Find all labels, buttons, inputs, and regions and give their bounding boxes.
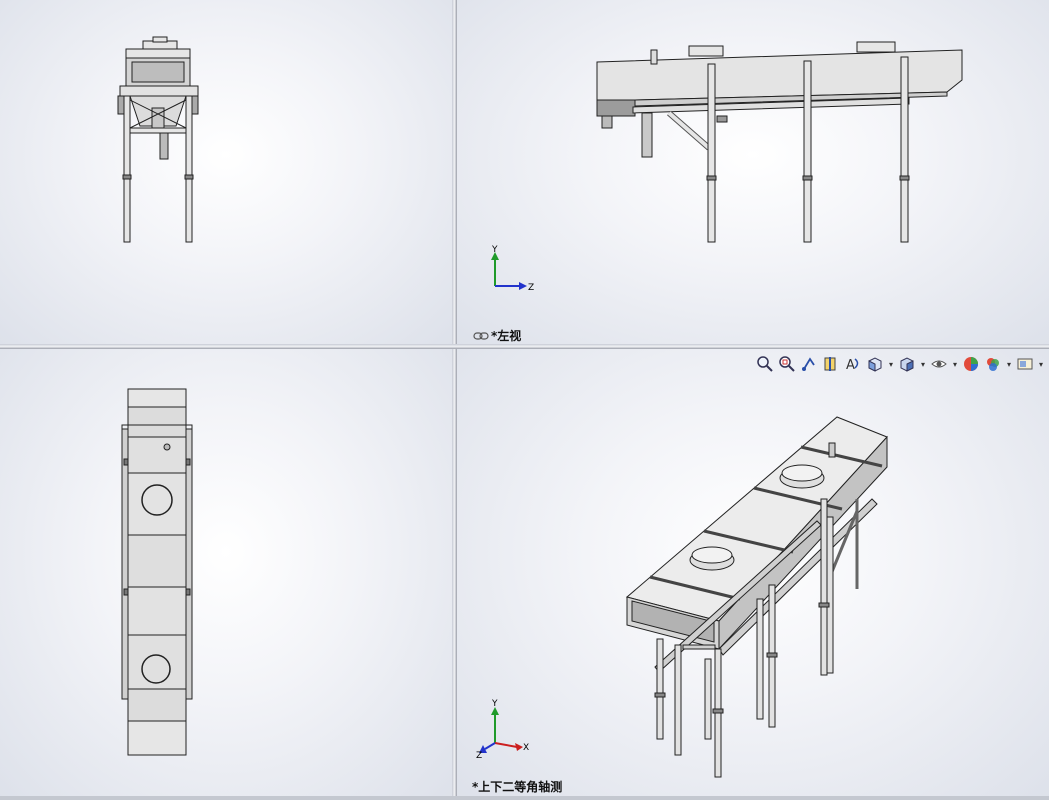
view-orientation-icon[interactable] [865, 354, 885, 374]
hide-show-items-icon[interactable] [929, 354, 949, 374]
heads-up-view-toolbar: A ▾ ▾ ▾ ▾ ▾ [755, 353, 1045, 375]
isometric-viewport[interactable]: A ▾ ▾ ▾ ▾ ▾ [457, 349, 1049, 800]
bottom-border [0, 796, 1049, 800]
left-view-label: *左视 [491, 329, 522, 343]
top-viewport[interactable] [0, 349, 452, 800]
isometric-view-label: *上下二等角轴测 [472, 780, 563, 794]
vertical-splitter[interactable] [452, 0, 457, 800]
section-view-icon[interactable] [821, 354, 841, 374]
view-settings-dropdown[interactable]: ▾ [1038, 359, 1043, 369]
triad-y-label: Y [491, 245, 498, 255]
triad-z-label: Z [528, 283, 534, 293]
apply-scene-dropdown[interactable]: ▾ [1006, 359, 1011, 369]
triad-y-label: Y [491, 699, 498, 709]
triad-z-label: Z [476, 751, 482, 759]
apply-scene-icon[interactable] [983, 354, 1003, 374]
edit-appearance-icon[interactable] [961, 354, 981, 374]
left-viewport[interactable]: Y Z *左视 [457, 0, 1049, 344]
link-icon [473, 331, 489, 340]
view-settings-icon[interactable] [1015, 354, 1035, 374]
isometric-view-drawing [625, 416, 888, 778]
horizontal-splitter[interactable] [0, 344, 1049, 349]
front-viewport[interactable] [0, 0, 452, 344]
view-orientation-dropdown[interactable]: ▾ [888, 359, 893, 369]
previous-view-icon[interactable] [799, 354, 819, 374]
display-style-dropdown[interactable]: ▾ [920, 359, 925, 369]
dynamic-annotation-icon[interactable]: A [843, 354, 863, 374]
hide-show-items-dropdown[interactable]: ▾ [952, 359, 957, 369]
svg-text:A: A [846, 358, 855, 373]
display-style-icon[interactable] [897, 354, 917, 374]
left-view-label-group: *左视 [473, 327, 521, 344]
top-view-drawing [121, 388, 193, 756]
left-view-drawing [596, 41, 963, 243]
front-view-drawing [117, 36, 199, 243]
triad-x-label: X [523, 743, 529, 753]
view-triad-iso: Y X Z [476, 699, 529, 759]
zoom-to-fit-icon[interactable] [755, 354, 775, 374]
zoom-to-area-icon[interactable] [777, 354, 797, 374]
view-triad-left: Y Z [491, 245, 534, 293]
